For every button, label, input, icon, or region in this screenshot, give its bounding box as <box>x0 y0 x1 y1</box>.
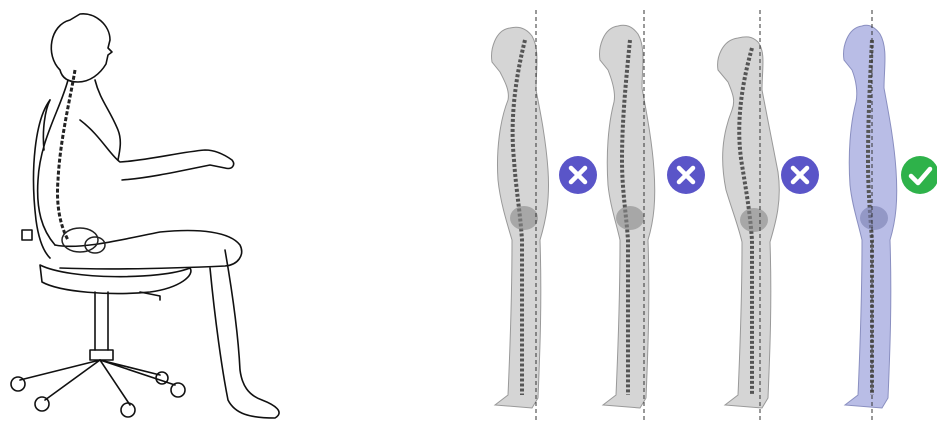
standing-figure-2 <box>600 10 655 420</box>
standing-figure-4-correct <box>844 10 897 420</box>
incorrect-posture-3-x-icon <box>780 155 820 195</box>
correct-posture-check-icon <box>900 155 937 195</box>
incorrect-posture-2-x-icon <box>666 155 706 195</box>
standing-figures-drawing <box>470 0 937 425</box>
standing-figure-3 <box>718 10 780 420</box>
standing-figure-1 <box>492 10 549 420</box>
seated-posture-figure <box>0 0 300 425</box>
seated-figure-drawing <box>0 0 300 425</box>
incorrect-posture-1-x-icon <box>558 155 598 195</box>
standing-postures-panel <box>470 0 937 425</box>
